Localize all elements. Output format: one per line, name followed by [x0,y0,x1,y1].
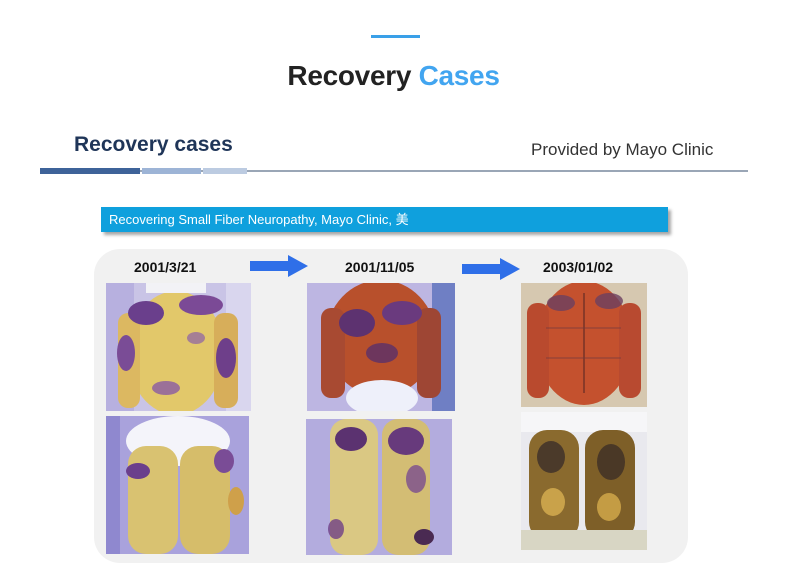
arrow-right-icon [462,258,520,280]
arrow-right-icon [250,255,308,277]
divider-segment-mid [142,168,201,174]
page-title-accent: Cases [418,60,500,91]
provider-credit: Provided by Mayo Clinic [531,140,714,159]
date-label-2: 2001/11/05 [345,259,415,275]
section-title: Recovery cases [74,133,233,156]
case-banner: Recovering Small Fiber Neuropathy, Mayo … [101,207,668,232]
photo-legs-2001-11 [306,419,452,555]
photo-legs-2003-01 [521,412,647,550]
title-accent-bar [371,35,420,38]
date-label-3: 2003/01/02 [543,259,614,275]
photo-torso-2001-03 [106,283,251,411]
page-title-primary: Recovery [287,60,412,91]
divider-segment-light [203,168,247,174]
photo-legs-2001-03 [106,416,249,554]
date-label-1: 2001/3/21 [134,259,197,275]
divider-segment-dark [40,168,140,174]
section-divider [40,170,748,172]
photo-torso-2001-11 [307,283,455,411]
photo-torso-2003-01 [521,283,647,407]
page-title: Recovery Cases [0,60,787,92]
